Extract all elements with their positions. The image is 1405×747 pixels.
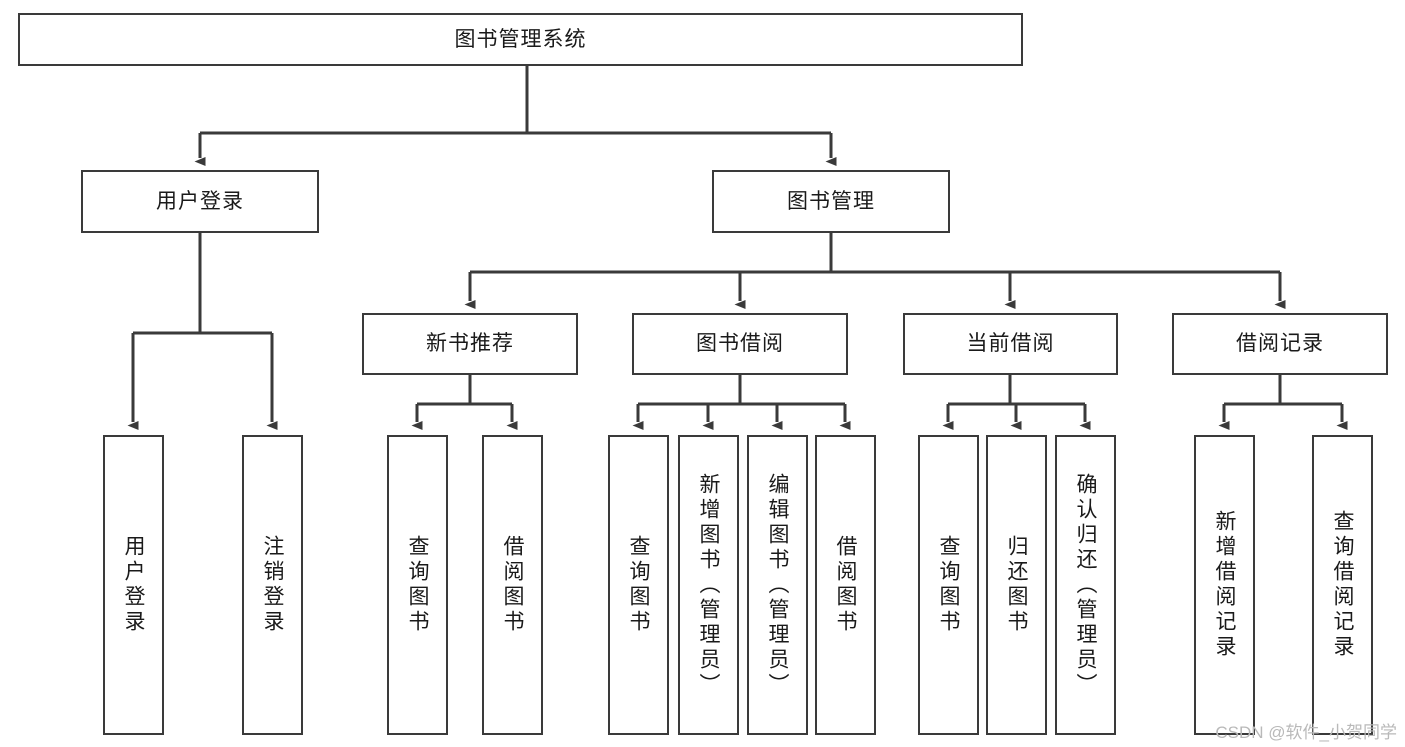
leaf-add-borrow-record[interactable]: 新增借阅记录 [1194,435,1255,735]
node-new-book-recommend-label: 新书推荐 [426,332,514,356]
leaf-add-book-admin[interactable]: 新增图书（管理员） [678,435,739,735]
node-current-borrow[interactable]: 当前借阅 [903,313,1118,375]
node-user-login-label: 用户登录 [156,189,244,213]
leaf-query-book-current-label: 查询图书 [937,535,960,635]
node-root[interactable]: 图书管理系统 [18,13,1023,66]
node-book-management-label: 图书管理 [787,189,875,213]
leaf-query-borrow-record-label: 查询借阅记录 [1331,510,1354,660]
leaf-query-book-recommend[interactable]: 查询图书 [387,435,448,735]
node-new-book-recommend[interactable]: 新书推荐 [362,313,578,375]
node-book-management[interactable]: 图书管理 [712,170,950,233]
node-borrow-records-label: 借阅记录 [1236,332,1324,356]
leaf-logout-label: 注销登录 [261,535,284,635]
node-user-login[interactable]: 用户登录 [81,170,319,233]
leaf-confirm-return-admin-label: 确认归还（管理员） [1074,472,1097,698]
leaf-borrow-book-label: 借阅图书 [834,535,857,635]
leaf-logout[interactable]: 注销登录 [242,435,303,735]
leaf-add-book-admin-label: 新增图书（管理员） [697,472,720,698]
leaf-query-book-borrow-label: 查询图书 [627,535,650,635]
leaf-return-book-label: 归还图书 [1005,535,1028,635]
node-book-borrow-label: 图书借阅 [696,332,784,356]
leaf-return-book[interactable]: 归还图书 [986,435,1047,735]
leaf-user-login-label: 用户登录 [122,535,145,635]
node-book-borrow[interactable]: 图书借阅 [632,313,848,375]
leaf-edit-book-admin[interactable]: 编辑图书（管理员） [747,435,808,735]
node-current-borrow-label: 当前借阅 [966,332,1055,356]
leaf-query-book-borrow[interactable]: 查询图书 [608,435,669,735]
leaf-borrow-book[interactable]: 借阅图书 [815,435,876,735]
node-borrow-records[interactable]: 借阅记录 [1172,313,1388,375]
leaf-query-book-recommend-label: 查询图书 [406,535,429,635]
leaf-borrow-book-recommend-label: 借阅图书 [501,535,524,635]
leaf-borrow-book-recommend[interactable]: 借阅图书 [482,435,543,735]
node-root-label: 图书管理系统 [454,27,587,51]
leaf-confirm-return-admin[interactable]: 确认归还（管理员） [1055,435,1116,735]
leaf-query-borrow-record[interactable]: 查询借阅记录 [1312,435,1373,735]
leaf-add-borrow-record-label: 新增借阅记录 [1213,510,1236,660]
leaf-query-book-current[interactable]: 查询图书 [918,435,979,735]
leaf-edit-book-admin-label: 编辑图书（管理员） [766,472,789,698]
leaf-user-login[interactable]: 用户登录 [103,435,164,735]
